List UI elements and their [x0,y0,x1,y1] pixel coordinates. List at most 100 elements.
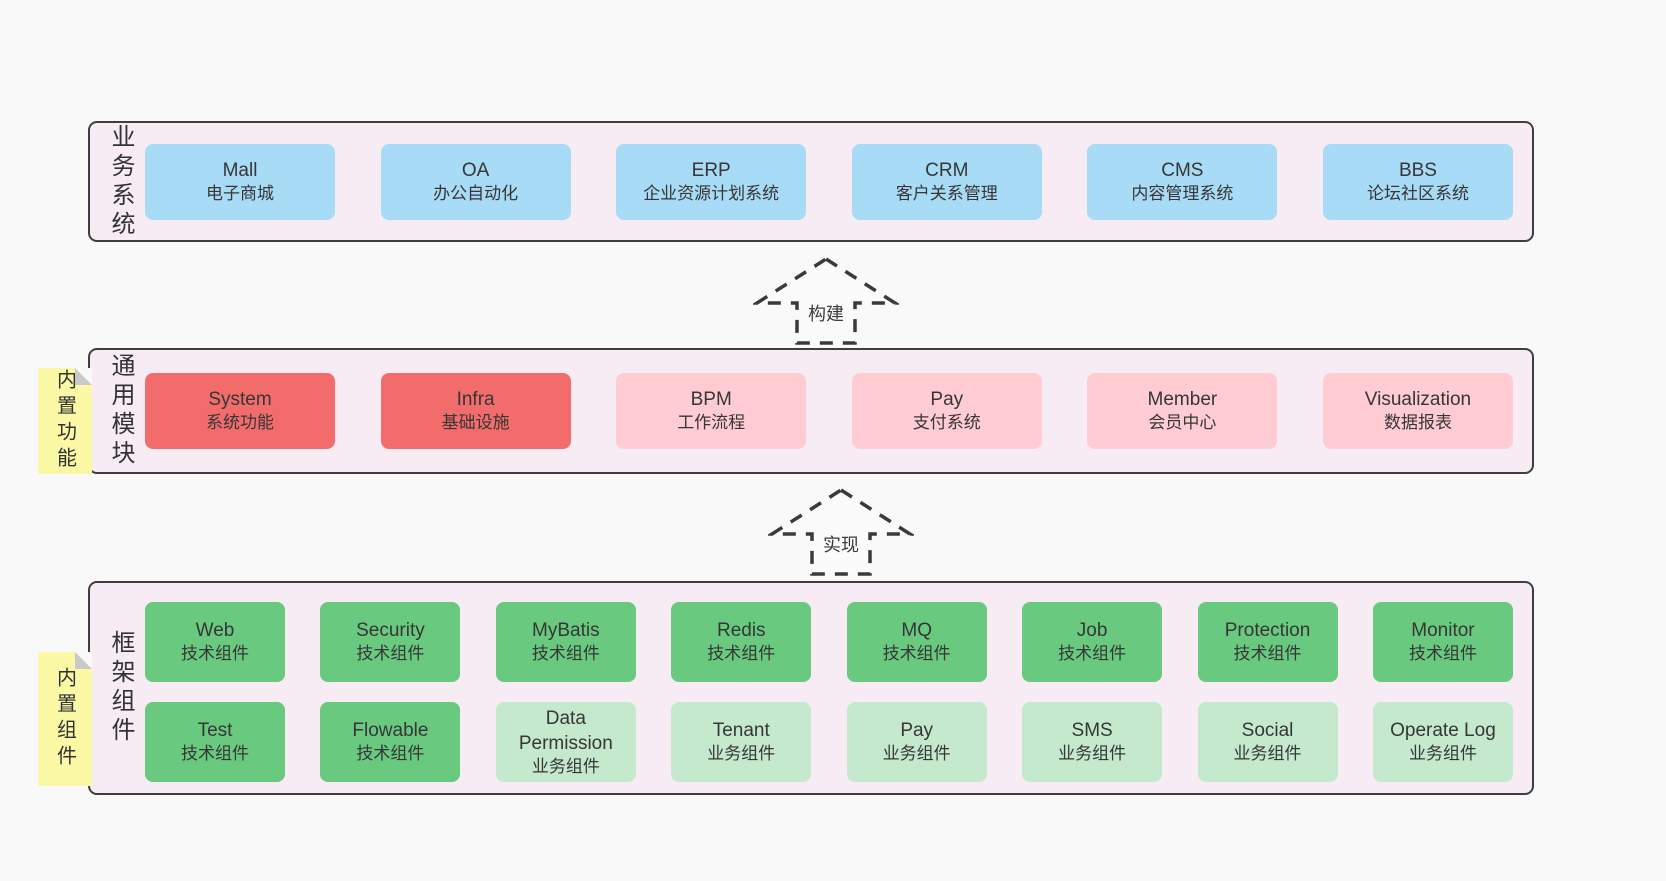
box-title: System [208,389,272,411]
box-subtitle: 内容管理系统 [1131,183,1234,203]
box-subtitle: 客户关系管理 [895,183,998,203]
box-subtitle: 办公自动化 [433,183,519,203]
box-subtitle: 业务组件 [1408,744,1477,764]
box-title: CMS [1161,159,1204,181]
component-box-security: Security 技术组件 [320,602,461,682]
box-title: Pay [900,720,934,742]
box-title: Web [195,620,235,642]
module-box-member: Member 会员中心 [1087,373,1278,449]
sticky-note-builtin-features: 内置功能 [38,368,92,474]
box-subtitle: 系统功能 [206,413,274,433]
system-box-bbs: BBS 论坛社区系统 [1322,143,1513,220]
box-title: Social [1241,720,1294,742]
panel-common-modules: 通用模块 System 系统功能 Infra 基础设施 BPM 工作流程 Pay… [88,348,1534,474]
box-title: Data Permission [518,707,613,754]
box-title: MyBatis [532,620,600,642]
note-fold-corner-icon [75,368,92,385]
module-box-pay: Pay 支付系统 [851,373,1042,449]
component-box-monitor: Monitor 技术组件 [1372,602,1513,682]
box-title: Job [1076,620,1108,642]
panel-framework-label: 框架组件 [107,630,134,746]
component-box-pay: Pay 业务组件 [846,702,987,782]
framework-box-row-2: Test 技术组件 Flowable 技术组件 Data Permission … [145,702,1513,782]
module-box-visualization: Visualization 数据报表 [1322,373,1513,449]
box-title: Monitor [1411,620,1475,642]
component-box-test: Test 技术组件 [145,702,285,782]
module-box-system: System 系统功能 [145,373,335,449]
arrow-implement: 实现 [768,487,914,577]
box-title: Member [1147,389,1218,411]
panel-business-systems: 业务系统 Mall 电子商城 OA 办公自动化 ERP 企业资源计划系统 CRM… [88,121,1534,242]
modules-box-row: System 系统功能 Infra 基础设施 BPM 工作流程 Pay 支付系统… [145,350,1513,472]
arrow-build-label: 构建 [805,300,847,326]
box-title: Visualization [1364,389,1472,411]
box-subtitle: 基础设施 [441,413,510,433]
box-subtitle: 业务组件 [1233,744,1302,764]
box-subtitle: 技术组件 [1233,644,1302,664]
box-subtitle: 会员中心 [1148,413,1217,433]
arrow-build: 构建 [753,256,899,346]
system-box-oa: OA 办公自动化 [380,143,571,220]
component-box-data-permission: Data Permission 业务组件 [495,702,636,782]
box-title: Pay [930,389,964,411]
box-subtitle: 数据报表 [1383,413,1452,433]
box-subtitle: 论坛社区系统 [1366,183,1469,203]
box-subtitle: 工作流程 [677,413,746,433]
component-box-redis: Redis 技术组件 [671,602,812,682]
module-box-infra: Infra 基础设施 [380,373,571,449]
box-title: BBS [1398,159,1437,181]
box-subtitle: 技术组件 [181,744,249,764]
note-text: 内置功能 [53,369,76,473]
panel-modules-label: 通用模块 [107,353,134,469]
box-subtitle: 业务组件 [1058,744,1127,764]
box-title: Test [197,720,233,742]
box-subtitle: 技术组件 [1408,644,1477,664]
box-title: OA [461,159,490,181]
box-title: Security [356,620,425,642]
note-text: 内置组件 [53,667,76,771]
box-subtitle: 技术组件 [707,644,776,664]
arrow-implement-label: 实现 [820,531,862,557]
box-subtitle: 业务组件 [707,744,776,764]
box-title: BPM [690,389,732,411]
system-box-cms: CMS 内容管理系统 [1087,143,1278,220]
box-subtitle: 技术组件 [356,644,425,664]
component-box-flowable: Flowable 技术组件 [320,702,461,782]
box-subtitle: 企业资源计划系统 [643,183,780,203]
box-subtitle: 电子商城 [206,183,274,203]
box-subtitle: 技术组件 [1058,644,1127,664]
box-subtitle: 业务组件 [882,744,951,764]
box-title: Tenant [712,720,770,742]
sticky-note-builtin-components: 内置组件 [38,652,92,786]
component-box-mq: MQ 技术组件 [846,602,987,682]
component-box-mybatis: MyBatis 技术组件 [495,602,636,682]
box-title: Redis [716,620,766,642]
panel-framework-components: 框架组件 Web 技术组件 Security 技术组件 MyBatis 技术组件… [88,581,1534,795]
framework-box-row-1: Web 技术组件 Security 技术组件 MyBatis 技术组件 Redi… [145,602,1513,682]
box-title: Protection [1224,620,1311,642]
box-title: SMS [1071,720,1113,742]
panel-business-label: 业务系统 [107,123,134,240]
business-box-row: Mall 电子商城 OA 办公自动化 ERP 企业资源计划系统 CRM 客户关系… [145,123,1513,240]
box-title: ERP [691,159,731,181]
component-box-social: Social 业务组件 [1197,702,1338,782]
system-box-erp: ERP 企业资源计划系统 [616,143,807,220]
box-subtitle: 业务组件 [531,756,600,776]
system-box-mall: Mall 电子商城 [145,143,335,220]
component-box-sms: SMS 业务组件 [1022,702,1163,782]
component-box-job: Job 技术组件 [1022,602,1163,682]
box-subtitle: 技术组件 [531,644,600,664]
system-box-crm: CRM 客户关系管理 [851,143,1042,220]
box-title: Flowable [352,720,429,742]
box-subtitle: 支付系统 [912,413,981,433]
note-fold-corner-icon [75,652,92,669]
box-subtitle: 技术组件 [181,644,249,664]
box-subtitle: 技术组件 [882,644,951,664]
module-box-bpm: BPM 工作流程 [616,373,807,449]
component-box-operate-log: Operate Log 业务组件 [1372,702,1513,782]
box-title: Mall [222,159,258,181]
box-subtitle: 技术组件 [356,744,425,764]
component-box-web: Web 技术组件 [145,602,285,682]
component-box-protection: Protection 技术组件 [1197,602,1338,682]
